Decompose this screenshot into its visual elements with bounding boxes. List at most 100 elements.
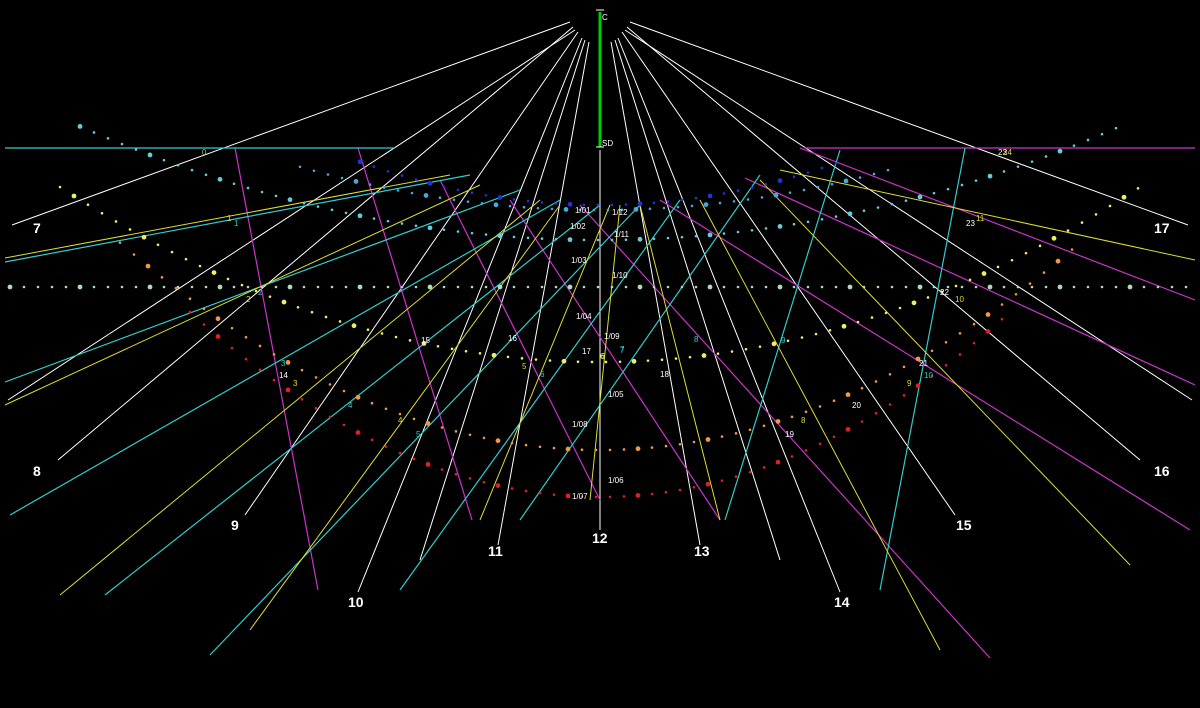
curve-dot [281,299,287,305]
curve-dot [758,345,762,348]
curve-dot [324,315,328,319]
yellow-line [479,204,611,521]
curve-dot [330,285,334,289]
curve-dot [580,495,584,498]
curve-dot [520,357,524,360]
curve-dot [340,176,344,180]
cyan-line [104,204,601,596]
curve-dot [764,227,768,230]
curve-dot [834,161,838,165]
curve-dot [357,159,363,165]
curve-dot [468,477,472,480]
white-small-labels: 14 15 16 18 19 20 21 22 23 23 24 [279,148,1012,439]
curve-dot [694,196,698,200]
curve-dot [594,448,598,452]
curve-dot [736,189,740,193]
curve-dot [960,183,964,187]
curve-dot [692,485,696,489]
white-label: 23 [998,148,1007,157]
curve-dot [624,285,628,289]
curve-dot [694,285,698,289]
curve-dot [792,285,796,289]
curve-dot [484,285,488,289]
curve-dot [495,483,501,488]
curve-dot [1038,244,1042,248]
curve-dot [608,495,612,499]
curve-dot [328,383,332,386]
curve-dot [981,271,987,276]
hour-line-9 [244,31,579,516]
curve-dot [841,323,847,329]
white-label: 20 [852,401,861,410]
curve-dot [578,208,582,212]
curve-dot [680,235,684,239]
curve-dot [911,300,917,306]
curve-dot [958,353,962,356]
curve-dot [1114,285,1118,289]
curve-dot [1000,317,1004,321]
curve-dot [760,196,764,199]
curve-dot [71,193,77,199]
curve-dot [540,201,544,204]
curve-dot [678,442,682,446]
curve-dot [64,285,68,289]
curve-dot [637,284,643,290]
curve-dot [688,355,692,359]
curve-dot [232,182,236,186]
curve-dot [552,446,556,450]
curve-dot [1051,235,1057,241]
curve-dot [272,353,276,356]
curve-dot [888,373,892,376]
curve-dot [806,285,810,289]
curve-dot [272,378,276,382]
curve-dot [538,491,542,495]
curve-dot [590,360,594,364]
curve-dot [987,284,993,290]
curve-dot [174,286,178,290]
curve-dot [534,358,538,361]
curve-dot [734,432,738,435]
curve-dot [1142,285,1146,289]
curve-dot [526,236,530,240]
curve-dot [652,201,656,205]
curve-dot [400,285,404,289]
curve-dot [423,193,429,198]
curve-dot [985,312,991,317]
curve-dot [792,175,796,179]
date-labels-left: 1/01 1/02 1/03 1/04 17 1/05 1/08 1/06 1/… [570,206,624,501]
curve-dot [775,459,781,465]
curve-dot [985,329,991,334]
curve-dot [832,399,836,403]
magenta-line [579,204,991,659]
curve-dot [302,201,306,205]
curve-dot [141,234,147,240]
curve-dot [858,176,862,179]
curve-dot [145,263,151,269]
curve-dot [870,316,874,319]
curve-dot [886,168,890,172]
curve-dot [470,285,474,289]
curve-dot [884,311,888,315]
curve-dot [987,173,993,179]
curve-dot [215,316,221,322]
curve-dot [775,419,781,424]
hour-line-11 [497,41,590,546]
curve-dot [720,479,724,482]
curve-dot [666,285,670,289]
date-label: 1/08 [572,420,588,429]
curve-dot [120,285,124,289]
curve-dot [930,374,934,378]
curve-dot [604,360,608,364]
hour-label-8: 8 [33,463,41,479]
curve-dot [972,322,976,326]
curve-dot [312,169,316,173]
curve-dot [396,189,400,192]
hour-line-extra-3 [419,39,586,561]
curve-dot [816,185,820,189]
date-label: 6 [601,352,606,361]
date-label: 1/09 [604,332,620,341]
curve-dot [190,168,194,172]
curve-dot [1024,251,1028,255]
curve-dot [326,173,330,176]
curve-dot [1016,285,1020,289]
